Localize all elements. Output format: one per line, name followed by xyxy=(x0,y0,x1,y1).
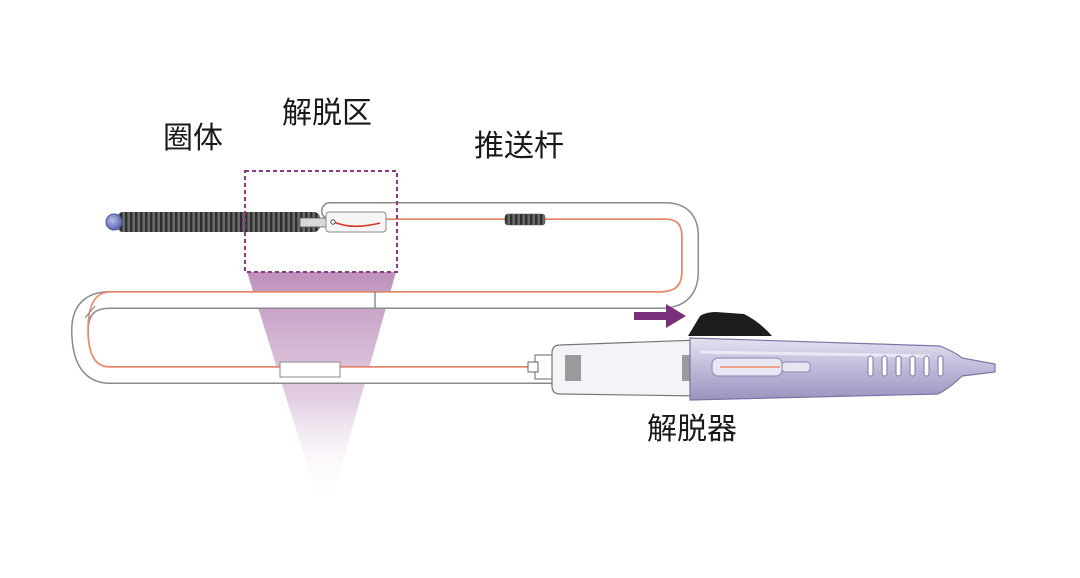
pusher-marker-band xyxy=(504,213,546,226)
detach-zone-box xyxy=(244,170,398,273)
detach-zone-spotlight xyxy=(247,272,396,500)
coil-label: 圈体 xyxy=(163,121,223,156)
tube-joint-2 xyxy=(84,305,96,319)
detacher-label: 解脱器 xyxy=(647,412,737,447)
detacher-slider-button xyxy=(688,312,772,336)
tube-collar xyxy=(279,361,341,378)
handle-grip-slots xyxy=(867,355,944,377)
detach-point xyxy=(330,219,336,225)
coil-tip xyxy=(105,213,123,231)
slide-direction-arrow xyxy=(634,304,686,328)
pusher-tube-inner xyxy=(72,203,698,383)
detacher-handle xyxy=(527,337,996,401)
pusher-label: 推送杆 xyxy=(474,129,564,164)
detach-wire-segment xyxy=(333,221,381,228)
coil-body xyxy=(117,212,320,232)
detach-zone-label: 解脱区 xyxy=(282,96,372,131)
detach-junction-sleeve xyxy=(325,211,387,233)
